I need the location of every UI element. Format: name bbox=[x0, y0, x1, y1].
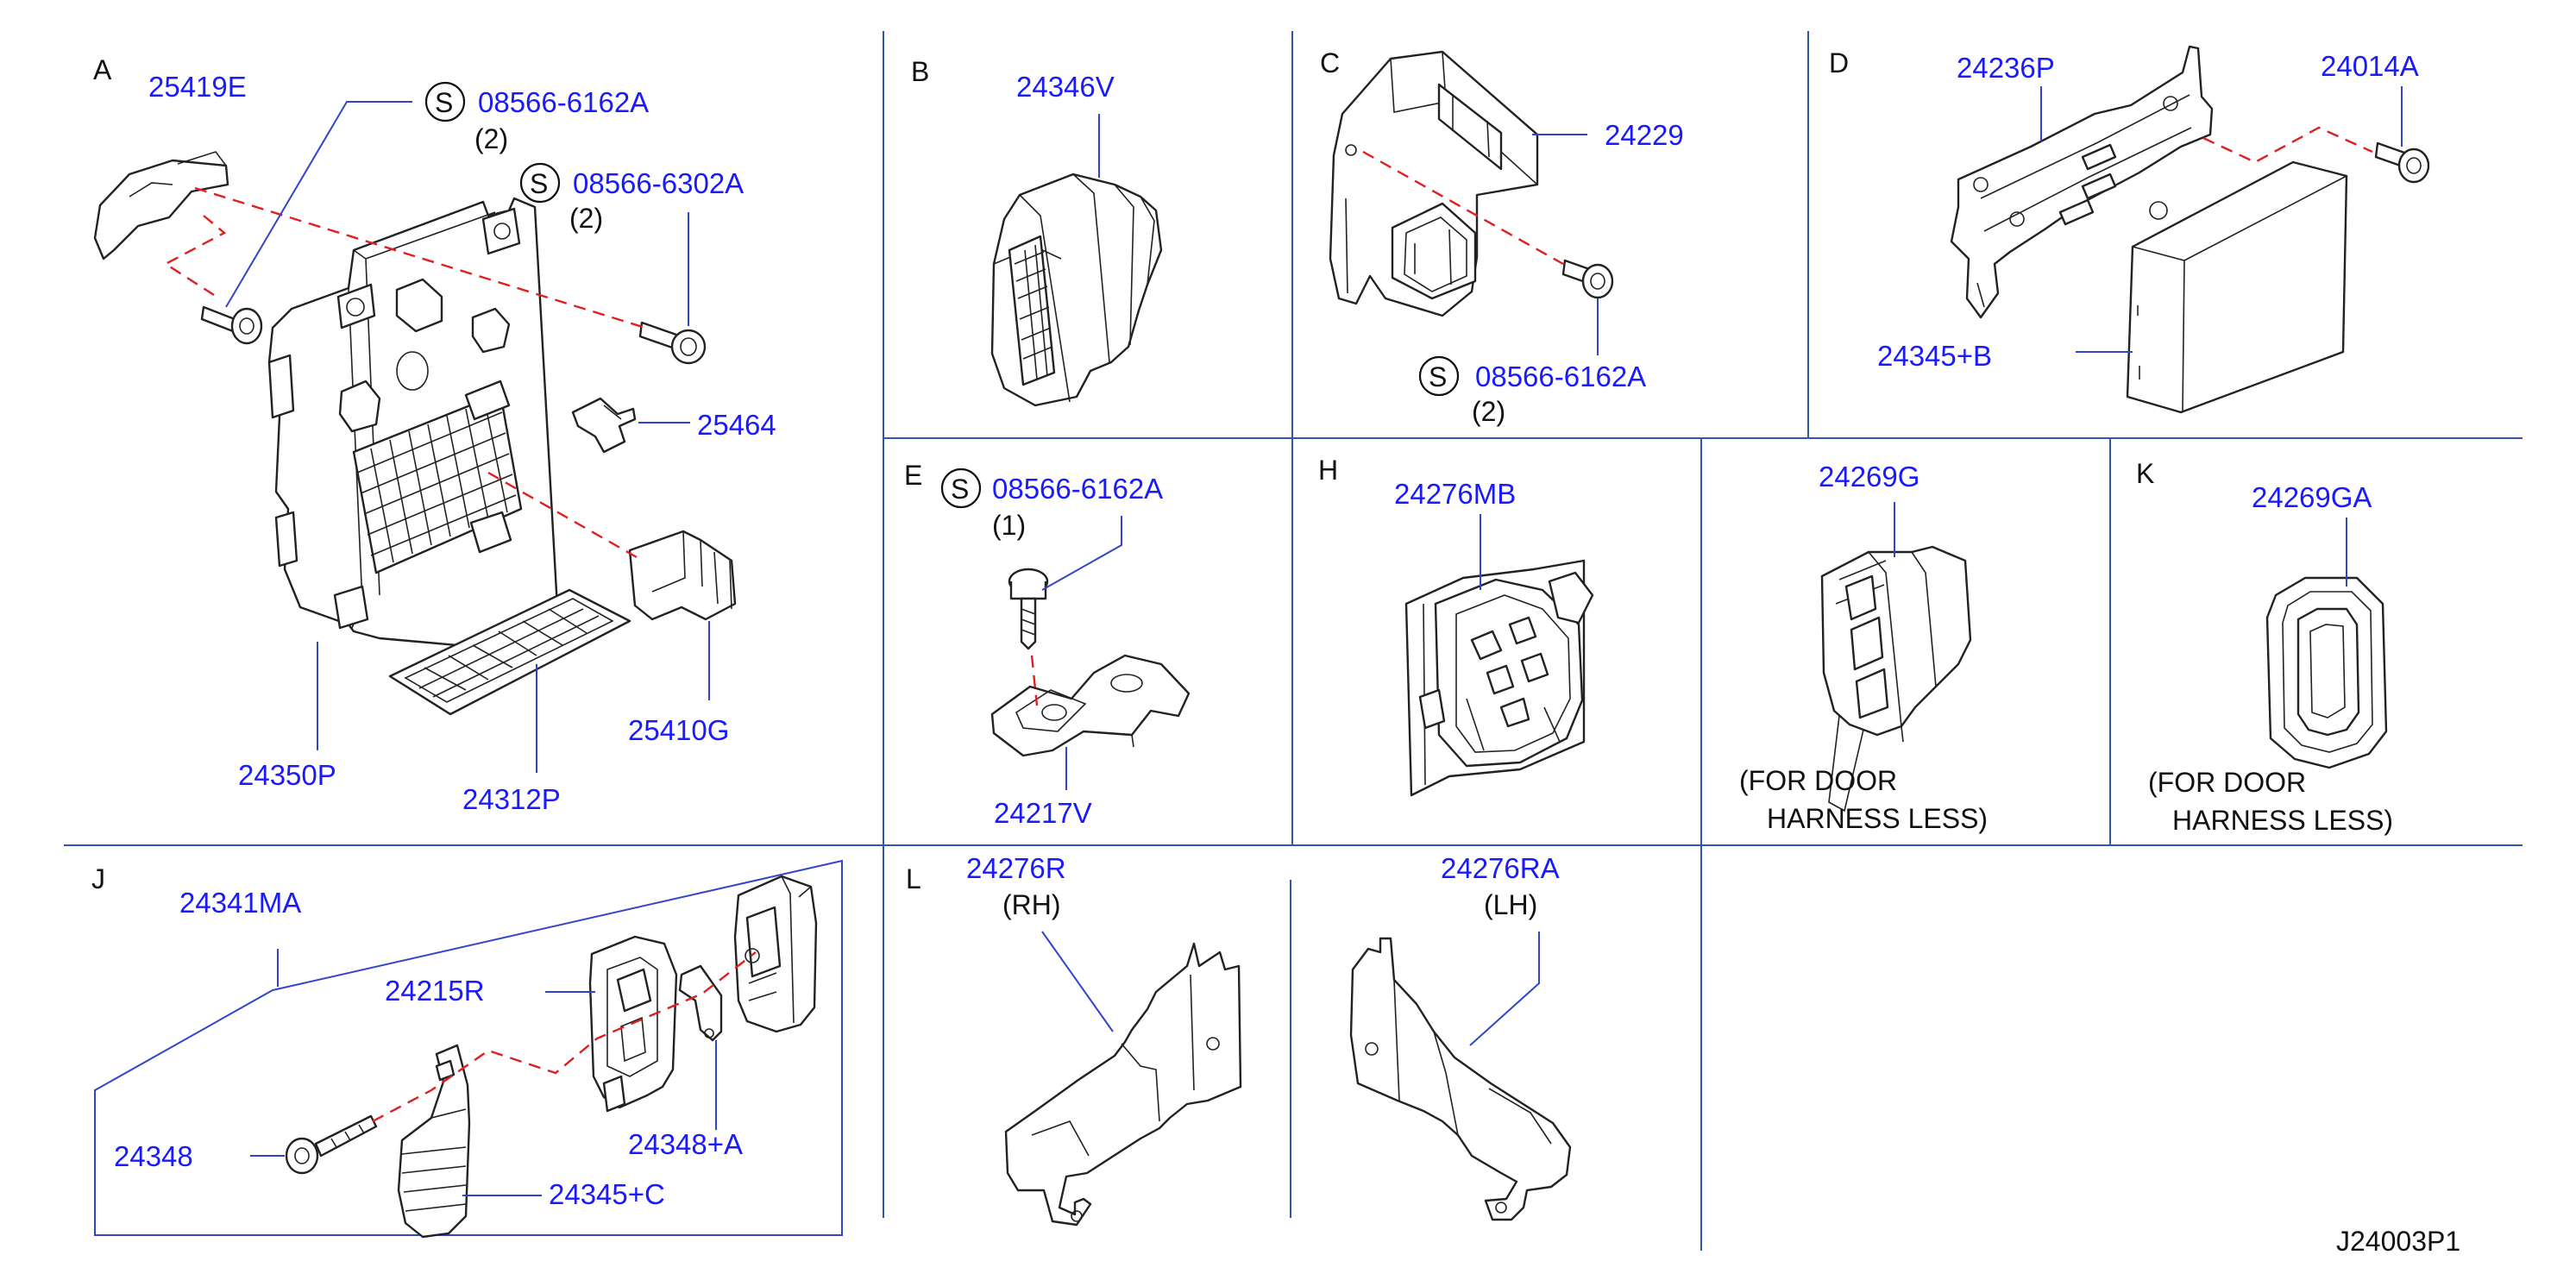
drawing-code: J24003P1 bbox=[2336, 1226, 2460, 1257]
section-label-j: J bbox=[91, 863, 105, 894]
note-24269G-line1: (FOR DOOR bbox=[1739, 765, 1897, 796]
qty-c: (2) bbox=[1472, 396, 1505, 427]
section-c bbox=[1329, 50, 1614, 355]
part-24312P-label: 24312P bbox=[462, 783, 561, 815]
side-rh: (RH) bbox=[1002, 889, 1061, 920]
section-l bbox=[1004, 931, 1572, 1227]
part-25419E-label: 25419E bbox=[148, 71, 247, 103]
part-24350P-label: 24350P bbox=[238, 759, 336, 791]
s-symbol-e-text: S bbox=[951, 474, 969, 505]
part-24348-label: 24348 bbox=[114, 1140, 193, 1172]
note-24269G-line2: HARNESS LESS) bbox=[1767, 803, 1988, 834]
section-g bbox=[1820, 502, 1972, 813]
part-24269GA-label: 24269GA bbox=[2252, 481, 2372, 513]
part-24229-label: 24229 bbox=[1605, 119, 1684, 151]
part-24348A-label: 24348+A bbox=[628, 1128, 743, 1160]
note-24269GA-line1: (FOR DOOR bbox=[2148, 767, 2306, 798]
part-08566-6302A-label: 08566-6302A bbox=[573, 167, 744, 199]
part-24276R-label: 24276R bbox=[966, 852, 1066, 884]
s-symbol-c-text: S bbox=[1429, 361, 1447, 392]
part-24014A-label: 24014A bbox=[2321, 50, 2419, 82]
part-24236P-label: 24236P bbox=[1957, 52, 2055, 84]
note-24269GA-line2: HARNESS LESS) bbox=[2172, 805, 2393, 836]
s-symbol-c bbox=[1418, 355, 1460, 397]
part-24217V-label: 24217V bbox=[994, 797, 1092, 829]
section-label-h: H bbox=[1318, 455, 1338, 486]
section-b bbox=[990, 114, 1163, 407]
section-label-l: L bbox=[906, 863, 921, 894]
part-24341MA-label: 24341MA bbox=[179, 887, 301, 919]
side-lh: (LH) bbox=[1484, 889, 1537, 920]
section-label-d: D bbox=[1829, 47, 1849, 78]
part-24276MB-label: 24276MB bbox=[1394, 478, 1516, 510]
section-d bbox=[1950, 45, 2430, 414]
section-label-b: B bbox=[911, 56, 929, 87]
section-j bbox=[94, 859, 843, 1239]
section-a bbox=[93, 101, 737, 773]
part-08566-6162A-label-c: 08566-6162A bbox=[1475, 361, 1646, 392]
section-label-a: A bbox=[93, 54, 112, 85]
section-h bbox=[1404, 514, 1594, 797]
s-symbol-a2-text: S bbox=[530, 168, 548, 199]
section-label-k: K bbox=[2136, 458, 2154, 489]
section-label-e: E bbox=[904, 460, 922, 491]
part-25464-label: 25464 bbox=[697, 409, 776, 441]
section-grid bbox=[64, 31, 2523, 1251]
section-label-c: C bbox=[1320, 47, 1340, 78]
part-24276RA-label: 24276RA bbox=[1441, 852, 1560, 884]
part-24269G-label: 24269G bbox=[1819, 461, 1919, 493]
part-25410G-label: 25410G bbox=[628, 714, 729, 746]
part-24215R-label: 24215R bbox=[385, 975, 485, 1007]
part-24345C-label: 24345+C bbox=[549, 1178, 665, 1210]
qty-a2: (2) bbox=[569, 203, 603, 234]
section-k bbox=[2265, 518, 2388, 769]
s-symbol-a1 bbox=[424, 81, 466, 122]
qty-a1: (2) bbox=[474, 123, 508, 154]
part-08566-6162A-label-e: 08566-6162A bbox=[992, 473, 1163, 505]
s-symbol-a1-text: S bbox=[435, 87, 453, 118]
s-symbol-e bbox=[940, 467, 982, 509]
section-e bbox=[990, 516, 1191, 790]
s-symbol-a2 bbox=[519, 162, 561, 204]
qty-e: (1) bbox=[992, 510, 1026, 541]
part-24346V-label: 24346V bbox=[1016, 71, 1115, 103]
part-24345B-label: 24345+B bbox=[1877, 340, 1992, 372]
part-08566-6162A-label-a: 08566-6162A bbox=[478, 86, 649, 118]
